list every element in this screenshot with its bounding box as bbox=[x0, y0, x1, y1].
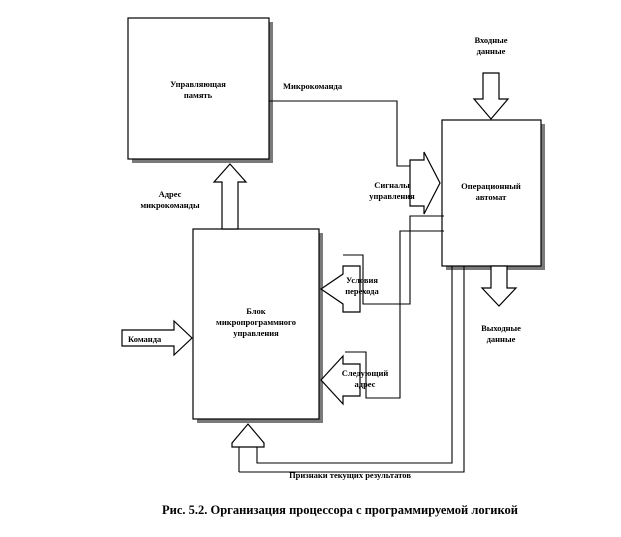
input-data-label-line1: Входные bbox=[474, 35, 507, 45]
input-data-arrow: Входные данные bbox=[472, 35, 510, 120]
output-data-arrow: Выходные данные bbox=[480, 265, 521, 344]
next-address-label-line2: адрес bbox=[355, 379, 376, 389]
figure-caption: Рис. 5.2. Организация процессора с прогр… bbox=[162, 503, 518, 517]
operational-automaton-label-line2: автомат bbox=[476, 192, 508, 202]
microcommand-label: Микрокоманда bbox=[283, 81, 343, 91]
control-signals-label-line2: управления bbox=[369, 191, 415, 201]
next-address-label-line1: Следующий bbox=[342, 368, 389, 378]
microprogram-unit-label-line1: Блок bbox=[246, 306, 266, 316]
operational-automaton-block: Операционный автомат bbox=[441, 119, 545, 270]
output-data-label-line1: Выходные bbox=[481, 323, 521, 333]
control-memory-block: Управляющая память bbox=[127, 17, 273, 163]
command-arrow: Команда bbox=[121, 319, 193, 357]
control-signals-label-line1: Сигналы bbox=[374, 180, 410, 190]
output-data-label-line2: данные bbox=[487, 334, 516, 344]
input-data-label-line2: данные bbox=[477, 46, 506, 56]
current-results-flags-connector: Признаки текущих результатов bbox=[231, 266, 465, 480]
transition-conditions-connector: Условия перехода bbox=[319, 215, 444, 313]
microcommand-address-arrow: Адрес микрокоманды bbox=[140, 163, 248, 230]
microprogram-control-unit-block: Блок микропрограммного управления bbox=[192, 228, 323, 423]
control-memory-label-line1: Управляющая bbox=[170, 79, 226, 89]
control-memory-label-line2: память bbox=[184, 90, 213, 100]
command-label: Команда bbox=[128, 334, 162, 344]
microprogram-unit-label-line3: управления bbox=[233, 328, 279, 338]
microcommand-address-label-line1: Адрес bbox=[159, 189, 182, 199]
next-address-connector: Следующий адрес bbox=[320, 230, 444, 406]
microcommand-address-label-line2: микрокоманды bbox=[140, 200, 200, 210]
transition-conditions-label-line1: Условия bbox=[346, 275, 378, 285]
microprogram-unit-label-line2: микропрограммного bbox=[216, 317, 296, 327]
operational-automaton-label-line1: Операционный bbox=[461, 181, 521, 191]
current-results-flags-label: Признаки текущих результатов bbox=[289, 470, 411, 480]
transition-conditions-label-line2: перехода bbox=[345, 286, 379, 296]
microcommand-control-signals-connector: Микрокоманда Сигналы управления bbox=[269, 81, 441, 215]
